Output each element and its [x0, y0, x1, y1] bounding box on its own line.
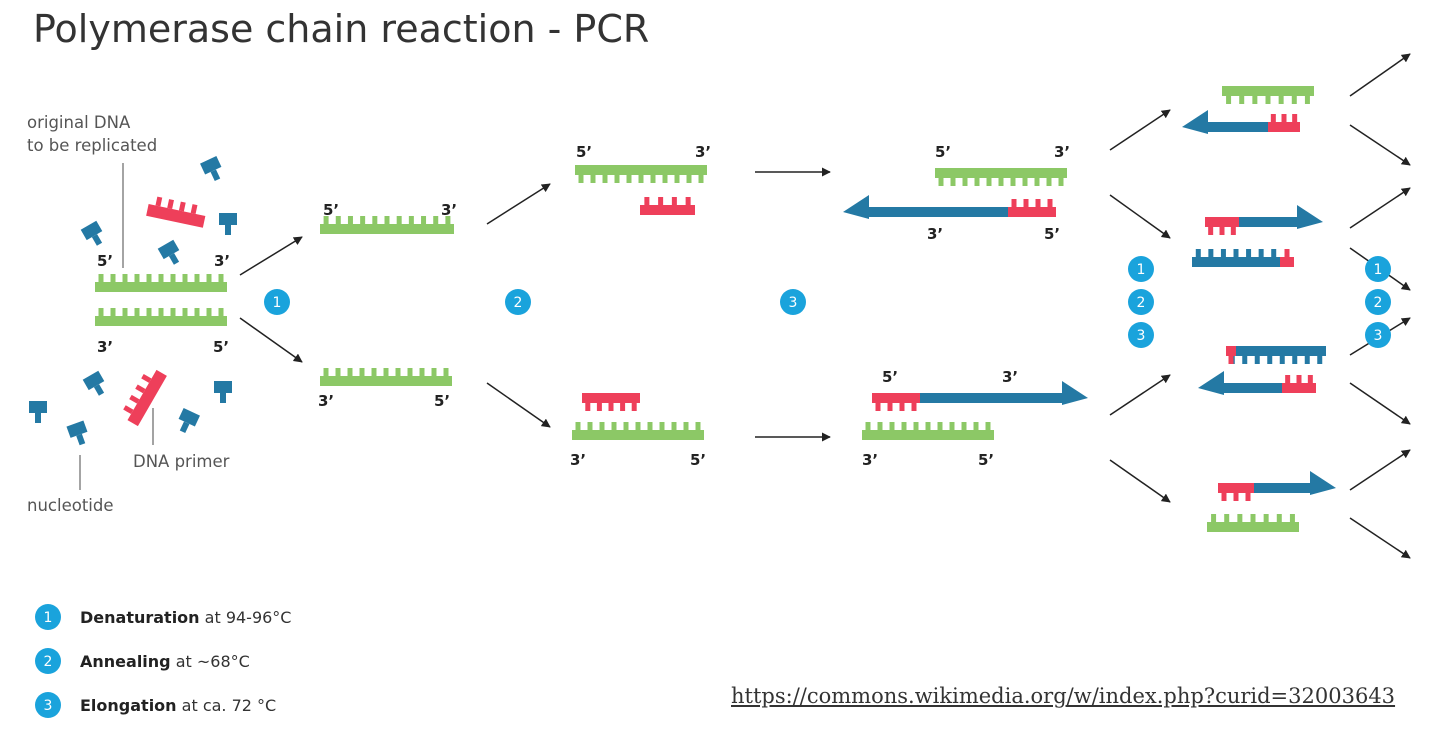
nucleotide-5	[82, 370, 105, 396]
end-label-5: 5’	[1044, 225, 1060, 243]
elongated-primer-bottom	[872, 393, 920, 411]
elongated-template-top	[935, 168, 1067, 186]
legend: 1 Denaturation at 94-96°C 2 Annealing at…	[35, 604, 291, 718]
product-2-template	[1192, 249, 1280, 267]
new-strand-arrow	[843, 195, 1013, 219]
product-1-template	[1222, 86, 1314, 104]
end-label-3: 3’	[570, 451, 586, 469]
step-circle-stack: 1 2 3	[1365, 256, 1391, 348]
annealed-primer-top	[640, 197, 695, 215]
product-1-primer	[1268, 114, 1300, 132]
annealed-template-top	[575, 165, 707, 183]
product-2-primer	[1205, 217, 1239, 235]
source-link[interactable]: https://commons.wikimedia.org/w/index.ph…	[731, 684, 1396, 708]
original-dna-bottom-strand	[95, 308, 227, 326]
original-dna-top-strand	[95, 274, 227, 292]
svg-text:1: 1	[44, 610, 53, 626]
svg-text:3: 3	[789, 295, 798, 311]
step-circle: 1	[264, 289, 290, 315]
end-label-3: 3’	[862, 451, 878, 469]
end-label-3: 3’	[214, 252, 230, 270]
svg-text:2: 2	[1137, 295, 1146, 311]
step-circle: 2	[505, 289, 531, 315]
strand-end-labels: 5’ 3’ 3’ 5’ 5’ 3’ 3’ 5’ 5’ 3’ 3’ 5’ 5’ 3…	[97, 143, 1070, 469]
nucleotide-4	[219, 213, 237, 235]
nucleotide-3	[157, 239, 180, 265]
legend-item-denaturation: 1 Denaturation at 94-96°C	[35, 604, 291, 630]
end-label-3: 3’	[97, 338, 113, 356]
end-label-5: 5’	[935, 143, 951, 161]
end-label-5: 5’	[97, 252, 113, 270]
end-label-5: 5’	[882, 368, 898, 386]
annealed-primer-bottom	[582, 393, 640, 411]
elongated-primer-top	[1008, 199, 1056, 217]
step-circle: 3	[780, 289, 806, 315]
nucleotide-7	[29, 401, 47, 423]
legend-item-annealing: 2 Annealing at ~68°C	[35, 648, 250, 674]
dna-strands	[95, 86, 1336, 532]
dna-primer-label: DNA primer	[133, 452, 230, 471]
product-4-template	[1207, 514, 1299, 532]
original-dna-label: original DNA	[27, 113, 131, 132]
new-strand-arrow	[918, 381, 1088, 405]
svg-text:3: 3	[1137, 328, 1146, 344]
svg-text:Annealing at ~68°C: Annealing at ~68°C	[80, 652, 250, 671]
nucleotide-label: nucleotide	[27, 496, 114, 515]
svg-text:1: 1	[1374, 262, 1383, 278]
end-label-3: 3’	[927, 225, 943, 243]
end-label-3: 3’	[1002, 368, 1018, 386]
original-dna-label-line2: to be replicated	[27, 136, 157, 155]
svg-text:Elongation at ca. 72 °C: Elongation at ca. 72 °C	[80, 696, 276, 715]
free-dna-primer-1	[146, 196, 206, 228]
step-circle-stack: 1 2 3	[1128, 256, 1154, 348]
end-label-5: 5’	[576, 143, 592, 161]
svg-text:3: 3	[1374, 328, 1383, 344]
single-strand-bottom	[320, 368, 452, 386]
end-label-3: 3’	[695, 143, 711, 161]
svg-text:3: 3	[44, 698, 53, 714]
product-2-template-tail	[1280, 249, 1294, 267]
nucleotide-9	[178, 408, 200, 434]
svg-text:2: 2	[1374, 295, 1383, 311]
nucleotide-2	[80, 220, 103, 246]
callout-lines	[79, 163, 154, 490]
nucleotide-6	[214, 381, 232, 403]
annealed-template-bottom	[572, 422, 704, 440]
end-label-3: 3’	[1054, 143, 1070, 161]
product-4-primer	[1218, 483, 1254, 501]
svg-text:2: 2	[514, 295, 523, 311]
diagram-title: Polymerase chain reaction - PCR	[33, 7, 649, 51]
product-3-template	[1226, 346, 1326, 364]
end-label-5: 5’	[323, 201, 339, 219]
end-label-3: 3’	[441, 201, 457, 219]
nucleotide-1	[200, 156, 222, 182]
end-label-5: 5’	[978, 451, 994, 469]
product-3-template-tail	[1226, 346, 1236, 364]
single-strand-top	[320, 216, 454, 234]
product-3-primer	[1282, 375, 1316, 393]
svg-text:1: 1	[273, 295, 282, 311]
svg-text:2: 2	[44, 654, 53, 670]
legend-item-elongation: 3 Elongation at ca. 72 °C	[35, 692, 276, 718]
svg-text:1: 1	[1137, 262, 1146, 278]
svg-text:Denaturation at 94-96°C: Denaturation at 94-96°C	[80, 608, 291, 627]
end-label-5: 5’	[213, 338, 229, 356]
end-label-3: 3’	[318, 392, 334, 410]
free-dna-primer-2	[123, 369, 167, 427]
end-label-5: 5’	[434, 392, 450, 410]
elongated-template-bottom	[862, 422, 994, 440]
free-nucleotides	[29, 156, 237, 446]
nucleotide-8	[66, 420, 88, 446]
end-label-5: 5’	[690, 451, 706, 469]
